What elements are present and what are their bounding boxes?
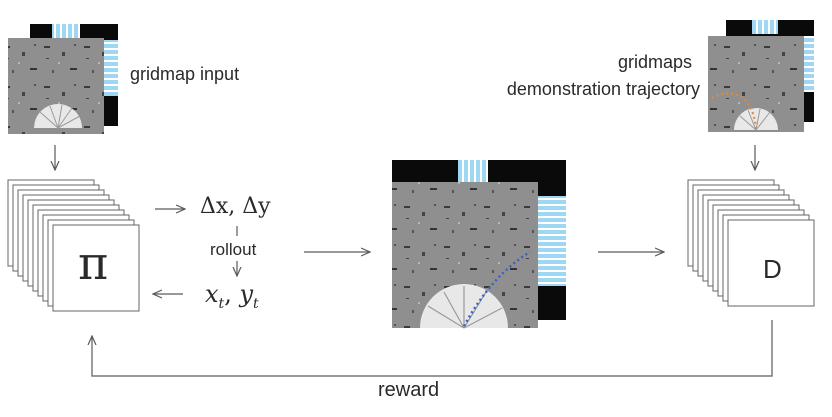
gridmaps-label: gridmaps [617,52,692,72]
reward-feedback-arrow [92,320,773,377]
y-variable: y [239,280,254,308]
rollout-label: rollout [210,240,257,259]
state-xt-yt-math: xt, yt [205,280,259,312]
discriminator-symbol: D [763,254,782,284]
reward-label: reward [378,379,440,401]
demonstration-trajectory-path [711,92,758,129]
gridmap-input-label: gridmap input [130,64,240,84]
rollout-gridmap-image [392,160,566,329]
action-delta-math: Δx, Δy [200,194,271,219]
y-subscript: t [253,295,259,312]
discriminator-network-stack [687,179,815,307]
gridmap-input-image [8,24,118,134]
x-variable: x [205,280,219,308]
policy-symbol: π [78,236,109,290]
x-subscript: t [218,295,225,312]
demonstration-trajectory-label: demonstration trajectory [506,79,700,99]
policy-network-stack [7,179,140,312]
gridmap-demonstration-image [708,20,814,132]
